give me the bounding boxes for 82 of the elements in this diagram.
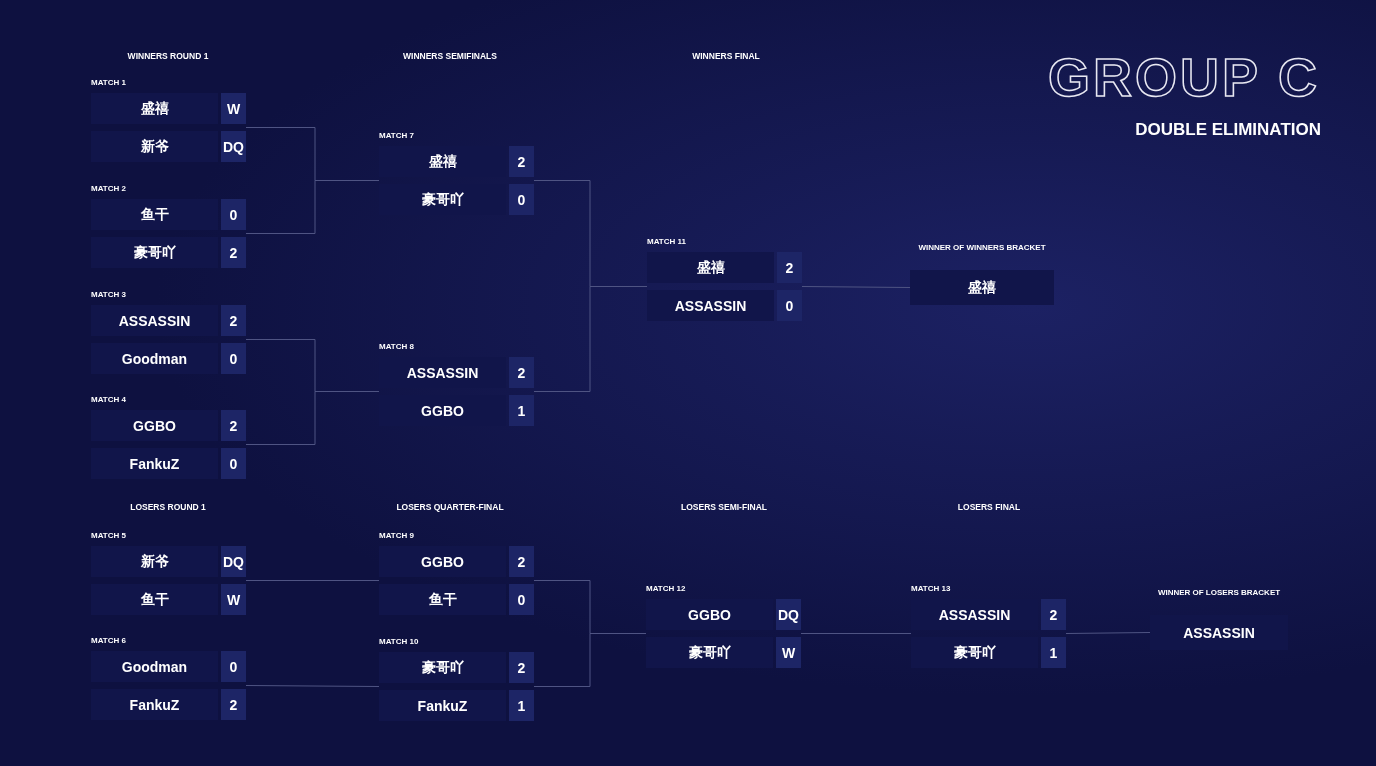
round-heading: LOSERS FINAL — [957, 502, 1021, 512]
score-cell: W — [221, 584, 246, 615]
team-name-cell: ASSASSIN — [647, 290, 774, 321]
score-cell: 0 — [221, 651, 246, 682]
bracket-connector — [533, 633, 647, 687]
bracket-connector — [801, 286, 911, 288]
team-name-cell: FankuZ — [91, 448, 218, 479]
team-name-cell: FankuZ — [379, 690, 506, 721]
score-cell: DQ — [221, 131, 246, 162]
round-heading: LOSERS SEMI-FINAL — [681, 502, 767, 512]
score-cell: 0 — [221, 448, 246, 479]
score-cell: 2 — [221, 410, 246, 441]
score-cell: 2 — [509, 146, 534, 177]
round-heading: WINNERS SEMIFINALS — [403, 51, 497, 61]
bracket-connector — [1065, 632, 1151, 634]
score-cell: 2 — [221, 237, 246, 268]
score-cell: 2 — [509, 652, 534, 683]
bracket-winner-heading: WINNER OF WINNERS BRACKET — [917, 243, 1047, 254]
team-name-cell: FankuZ — [91, 689, 218, 720]
score-cell: DQ — [221, 546, 246, 577]
match-label: MATCH 12 — [646, 583, 687, 595]
team-name-cell: 豪哥吖 — [911, 637, 1038, 668]
match-label: MATCH 13 — [911, 583, 952, 595]
round-heading: WINNERS ROUND 1 — [127, 51, 209, 61]
team-name-cell: 鱼干 — [91, 199, 218, 230]
winner-name-box: ASSASSIN — [1150, 615, 1288, 650]
team-name-cell: Goodman — [91, 651, 218, 682]
team-name-cell: GGBO — [379, 546, 506, 577]
team-name-cell: Goodman — [91, 343, 218, 374]
score-cell: 1 — [509, 395, 534, 426]
match-label: MATCH 4 — [91, 394, 127, 406]
match-label: MATCH 10 — [379, 636, 420, 648]
score-cell: W — [221, 93, 246, 124]
score-cell: W — [776, 637, 801, 668]
match-label: MATCH 5 — [91, 530, 127, 542]
score-cell: 0 — [509, 584, 534, 615]
match-label: MATCH 3 — [91, 289, 127, 301]
team-name-cell: 盛禧 — [91, 93, 218, 124]
match-label: MATCH 1 — [91, 77, 127, 89]
score-cell: 0 — [221, 199, 246, 230]
bracket-connector — [800, 633, 912, 634]
team-name-cell: GGBO — [91, 410, 218, 441]
match-label: MATCH 6 — [91, 635, 127, 647]
match-label: MATCH 8 — [379, 341, 415, 353]
bracket-winner-heading: WINNER OF LOSERS BRACKET — [1156, 588, 1282, 599]
score-cell: DQ — [776, 599, 801, 630]
team-name-cell: 鱼干 — [379, 584, 506, 615]
team-name-cell: 新爷 — [91, 546, 218, 577]
bracket-connector — [245, 391, 380, 445]
round-heading: WINNERS FINAL — [692, 51, 760, 61]
score-cell: 2 — [509, 357, 534, 388]
match-label: MATCH 7 — [379, 130, 415, 142]
round-heading: LOSERS QUARTER-FINAL — [396, 502, 504, 512]
team-name-cell: 豪哥吖 — [91, 237, 218, 268]
score-cell: 0 — [777, 290, 802, 321]
team-name-cell: 鱼干 — [91, 584, 218, 615]
score-cell: 0 — [221, 343, 246, 374]
team-name-cell: 盛禧 — [647, 252, 774, 283]
team-name-cell: 豪哥吖 — [646, 637, 773, 668]
match-label: MATCH 2 — [91, 183, 127, 195]
match-label: MATCH 11 — [647, 236, 687, 248]
score-cell: 2 — [221, 305, 246, 336]
score-cell: 2 — [509, 546, 534, 577]
team-name-cell: 豪哥吖 — [379, 652, 506, 683]
bracket-connector — [245, 685, 380, 687]
bracket-connector — [245, 180, 380, 234]
match-label: MATCH 9 — [379, 530, 415, 542]
score-cell: 2 — [1041, 599, 1066, 630]
team-name-cell: 新爷 — [91, 131, 218, 162]
team-name-cell: ASSASSIN — [91, 305, 218, 336]
bracket-connector — [533, 286, 648, 392]
round-heading: LOSERS ROUND 1 — [130, 502, 206, 512]
bracket-connector — [245, 580, 380, 581]
title: GROUP C — [1047, 46, 1320, 108]
winner-name-box: 盛禧 — [910, 270, 1054, 305]
score-cell: 2 — [777, 252, 802, 283]
score-cell: 0 — [509, 184, 534, 215]
score-cell: 2 — [221, 689, 246, 720]
team-name-cell: GGBO — [646, 599, 773, 630]
score-cell: 1 — [509, 690, 534, 721]
subtitle: DOUBLE ELIMINATION — [1135, 120, 1321, 140]
score-cell: 1 — [1041, 637, 1066, 668]
